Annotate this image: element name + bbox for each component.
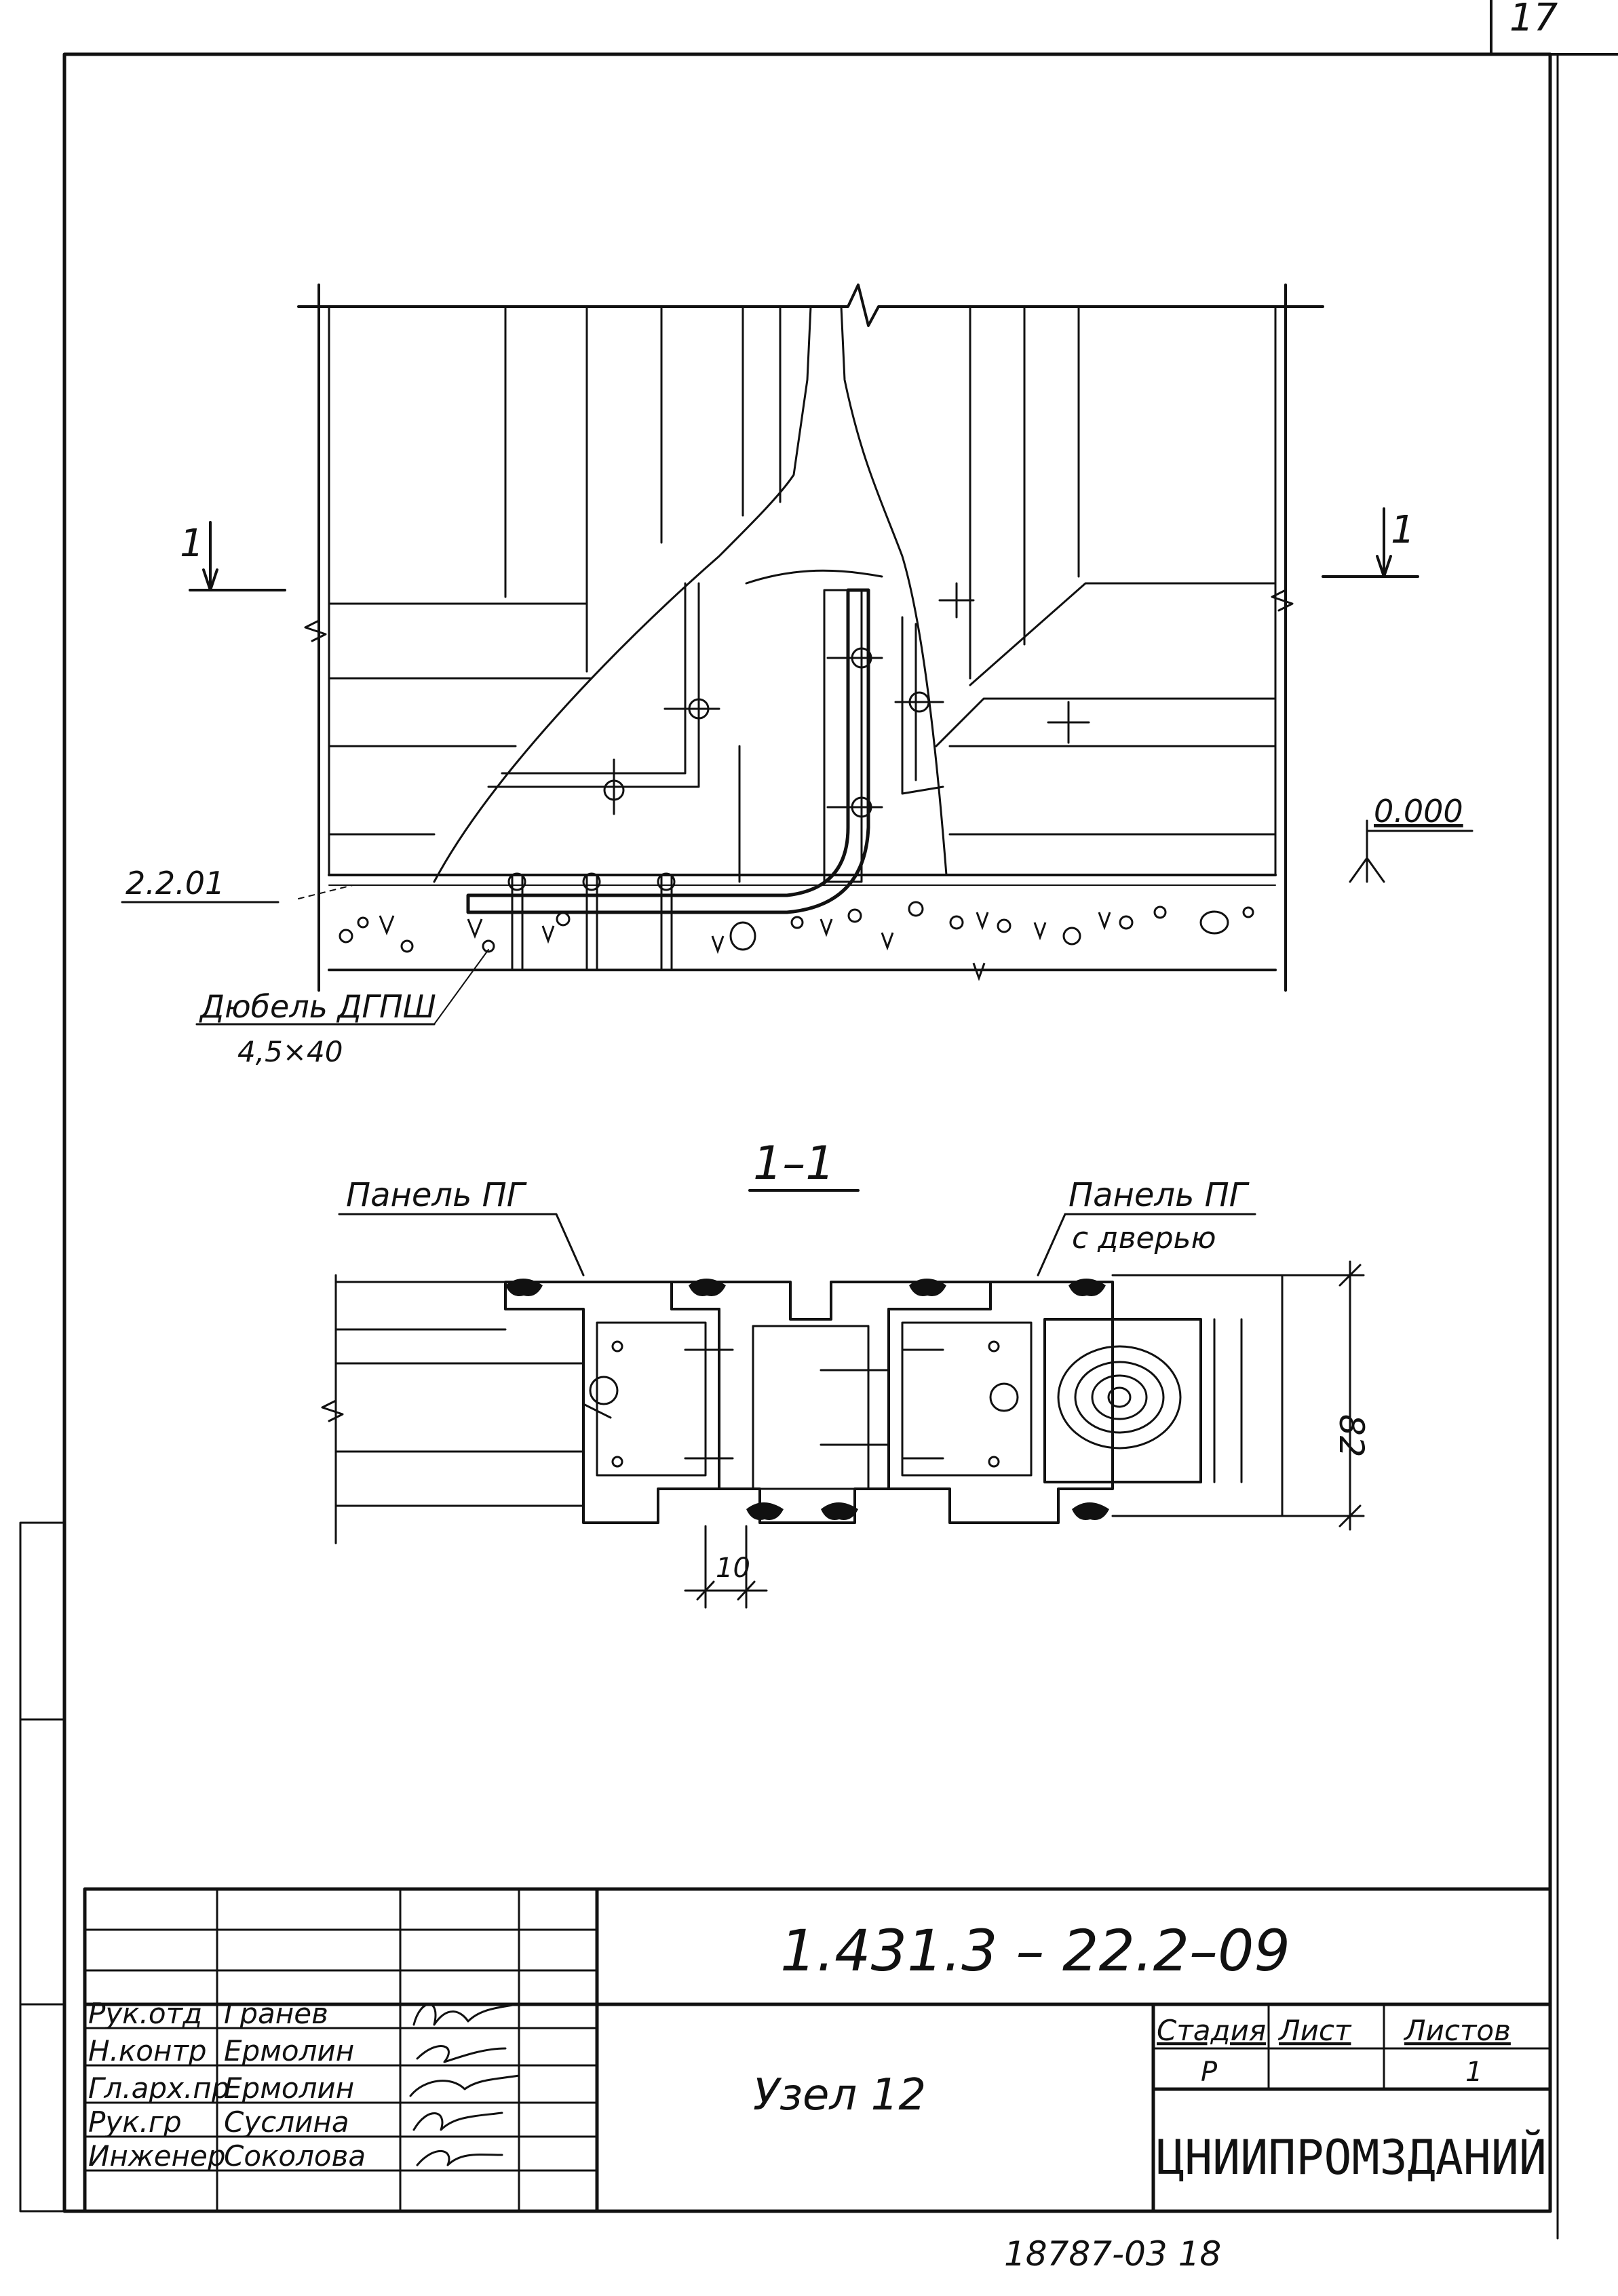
dowel-label: Дюбель ДГПШ (199, 988, 436, 1025)
sheets-header: Листов (1403, 2014, 1511, 2047)
dowel-size: 4,5×40 (237, 1035, 343, 1068)
section-bolt-icons (582, 1340, 1019, 1468)
staff-name: Ермолин (224, 2034, 354, 2067)
staff-role: Рук.гр (88, 2105, 182, 2139)
floor-ref: 2.2.01 (126, 865, 225, 901)
org-name: ЦНИИПРОМЗДАНИЙ (1157, 2130, 1547, 2185)
sheet-frame (19, 0, 1618, 2240)
elevation-view (121, 284, 1473, 1026)
section-mark-left: 1 (180, 522, 204, 566)
staff-role: Гл.арх.пр (88, 2071, 229, 2105)
sheet-corner-number: 17 (1509, 0, 1558, 40)
stage-header: Стадия (1157, 2014, 1266, 2047)
concrete-hatch (339, 901, 1254, 981)
panel-right-label-2: с дверью (1072, 1221, 1216, 1256)
staff-name: Соколова (224, 2139, 366, 2173)
seal-icons (505, 1279, 1109, 1520)
staff-role: Рук.отд (88, 1997, 202, 2030)
archive-number: 18787-03 18 (1004, 2234, 1221, 2274)
title-block (83, 1887, 1552, 2213)
staff-rows: Рук.отд Гранев Н.контр Ермолин Гл.арх.пр… (88, 1997, 366, 2173)
doc-code: 1.431.3 – 22.2–09 (780, 1918, 1290, 1984)
panel-left-label: Панель ПГ (346, 1176, 527, 1214)
section-view (321, 1189, 1365, 1609)
sheets-value: 1 (1465, 2057, 1482, 2088)
staff-name: Суслина (224, 2105, 349, 2139)
wood-grain (1057, 1345, 1182, 1449)
bolt-icons (507, 647, 944, 971)
section-title: 1–1 (753, 1137, 835, 1190)
staff-name: Ермолин (224, 2071, 354, 2105)
node-title: Узел 12 (753, 2070, 926, 2120)
staff-role: Инженер (88, 2139, 226, 2173)
level-mark: 0.000 (1374, 793, 1463, 830)
staff-name: Гранев (224, 1997, 328, 2030)
staff-role: Н.контр (88, 2034, 207, 2067)
stage-value: Р (1201, 2057, 1218, 2088)
section-mark-right: 1 (1391, 508, 1415, 552)
panel-right-label-1: Панель ПГ (1068, 1176, 1250, 1214)
dim-gap: 10 (716, 1553, 750, 1584)
dim-height: 82 (1332, 1414, 1371, 1458)
signature-scribbles (409, 2003, 520, 2166)
sheet-header: Лист (1277, 2014, 1352, 2047)
